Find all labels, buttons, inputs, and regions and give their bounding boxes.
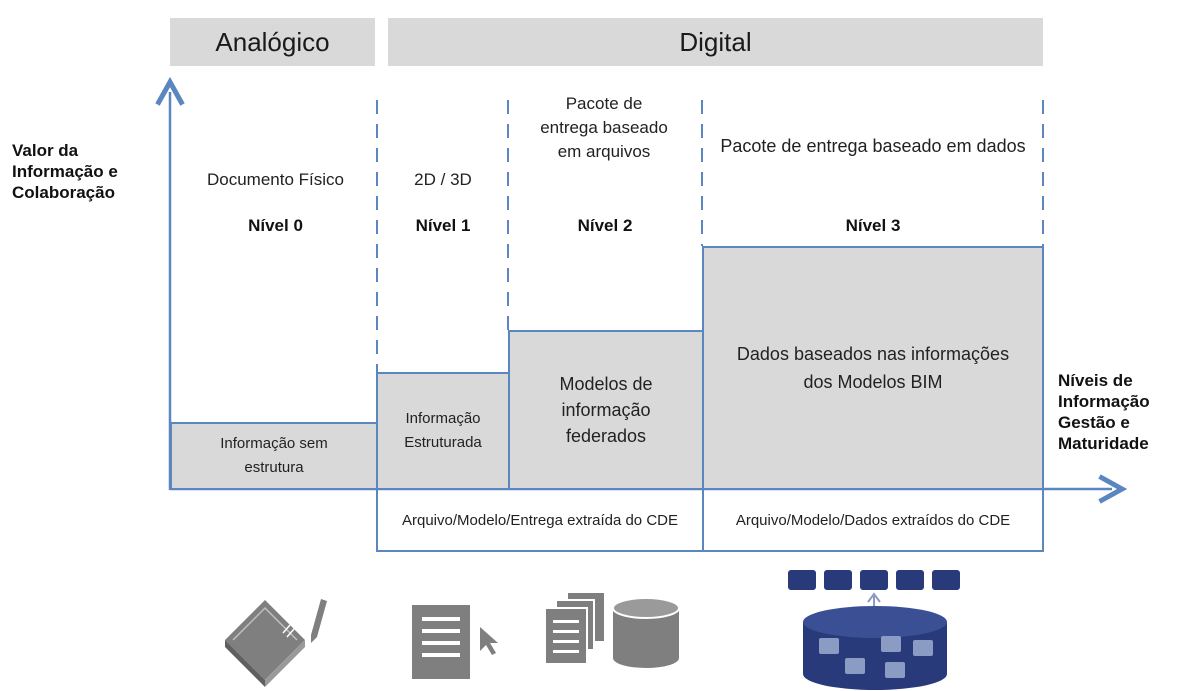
analog-header-label: Analógico: [215, 26, 330, 57]
x-axis-label-line: Níveis de: [1058, 371, 1133, 390]
level-3-description: Pacote de entrega baseado em dados: [720, 136, 1026, 156]
level-2-box-text: Modelos de informação federados: [559, 374, 653, 446]
cde-right-text: Arquivo/Modelo/Dados extraídos do CDE: [735, 511, 1011, 529]
y-axis-label-line: Valor da: [12, 141, 79, 160]
cde-left-box: Arquivo/Modelo/Entrega extraída do CDE: [376, 488, 704, 552]
level-3-box-text: Dados baseados nas informações dos Model…: [736, 344, 1010, 392]
level-0-description: Documento Físico: [207, 170, 344, 189]
level-2-name: Nível 2: [577, 216, 633, 235]
y-axis-label-line: Informação e: [12, 162, 118, 181]
level-1-description: 2D / 3D: [414, 170, 472, 189]
cde-left-text: Arquivo/Modelo/Entrega extraída do CDE: [402, 511, 678, 529]
level-1-box-text: Informação Estruturada: [404, 410, 482, 451]
level-2-description: Pacote de entrega baseado em arquivos: [540, 94, 668, 161]
cde-right-box: Arquivo/Modelo/Dados extraídos do CDE: [702, 488, 1044, 552]
level-2-box: Modelos de informação federados: [508, 330, 704, 490]
y-axis-label-line: Colaboração: [12, 183, 115, 202]
level-0-name: Nível 0: [248, 216, 303, 235]
analog-header: Analógico: [170, 18, 375, 66]
y-axis-label: Valor da Informação e Colaboração: [12, 140, 162, 203]
level-0-box-text: Informação sem estrutura: [220, 435, 328, 476]
level-3-name: Nível 3: [845, 216, 901, 235]
x-axis-label-line: Informação: [1058, 392, 1150, 411]
x-axis-label-line: Gestão e: [1058, 413, 1130, 432]
x-axis-label: Níveis de Informação Gestão e Maturidade: [1058, 370, 1176, 454]
level-3-box: Dados baseados nas informações dos Model…: [702, 246, 1044, 490]
level-1-name: Nível 1: [415, 216, 471, 235]
level-0-box: Informação sem estrutura: [170, 422, 378, 490]
digital-header-label: Digital: [679, 26, 752, 57]
digital-header: Digital: [388, 18, 1043, 66]
level-1-box: Informação Estruturada: [376, 372, 510, 490]
x-axis-label-line: Maturidade: [1058, 434, 1149, 453]
